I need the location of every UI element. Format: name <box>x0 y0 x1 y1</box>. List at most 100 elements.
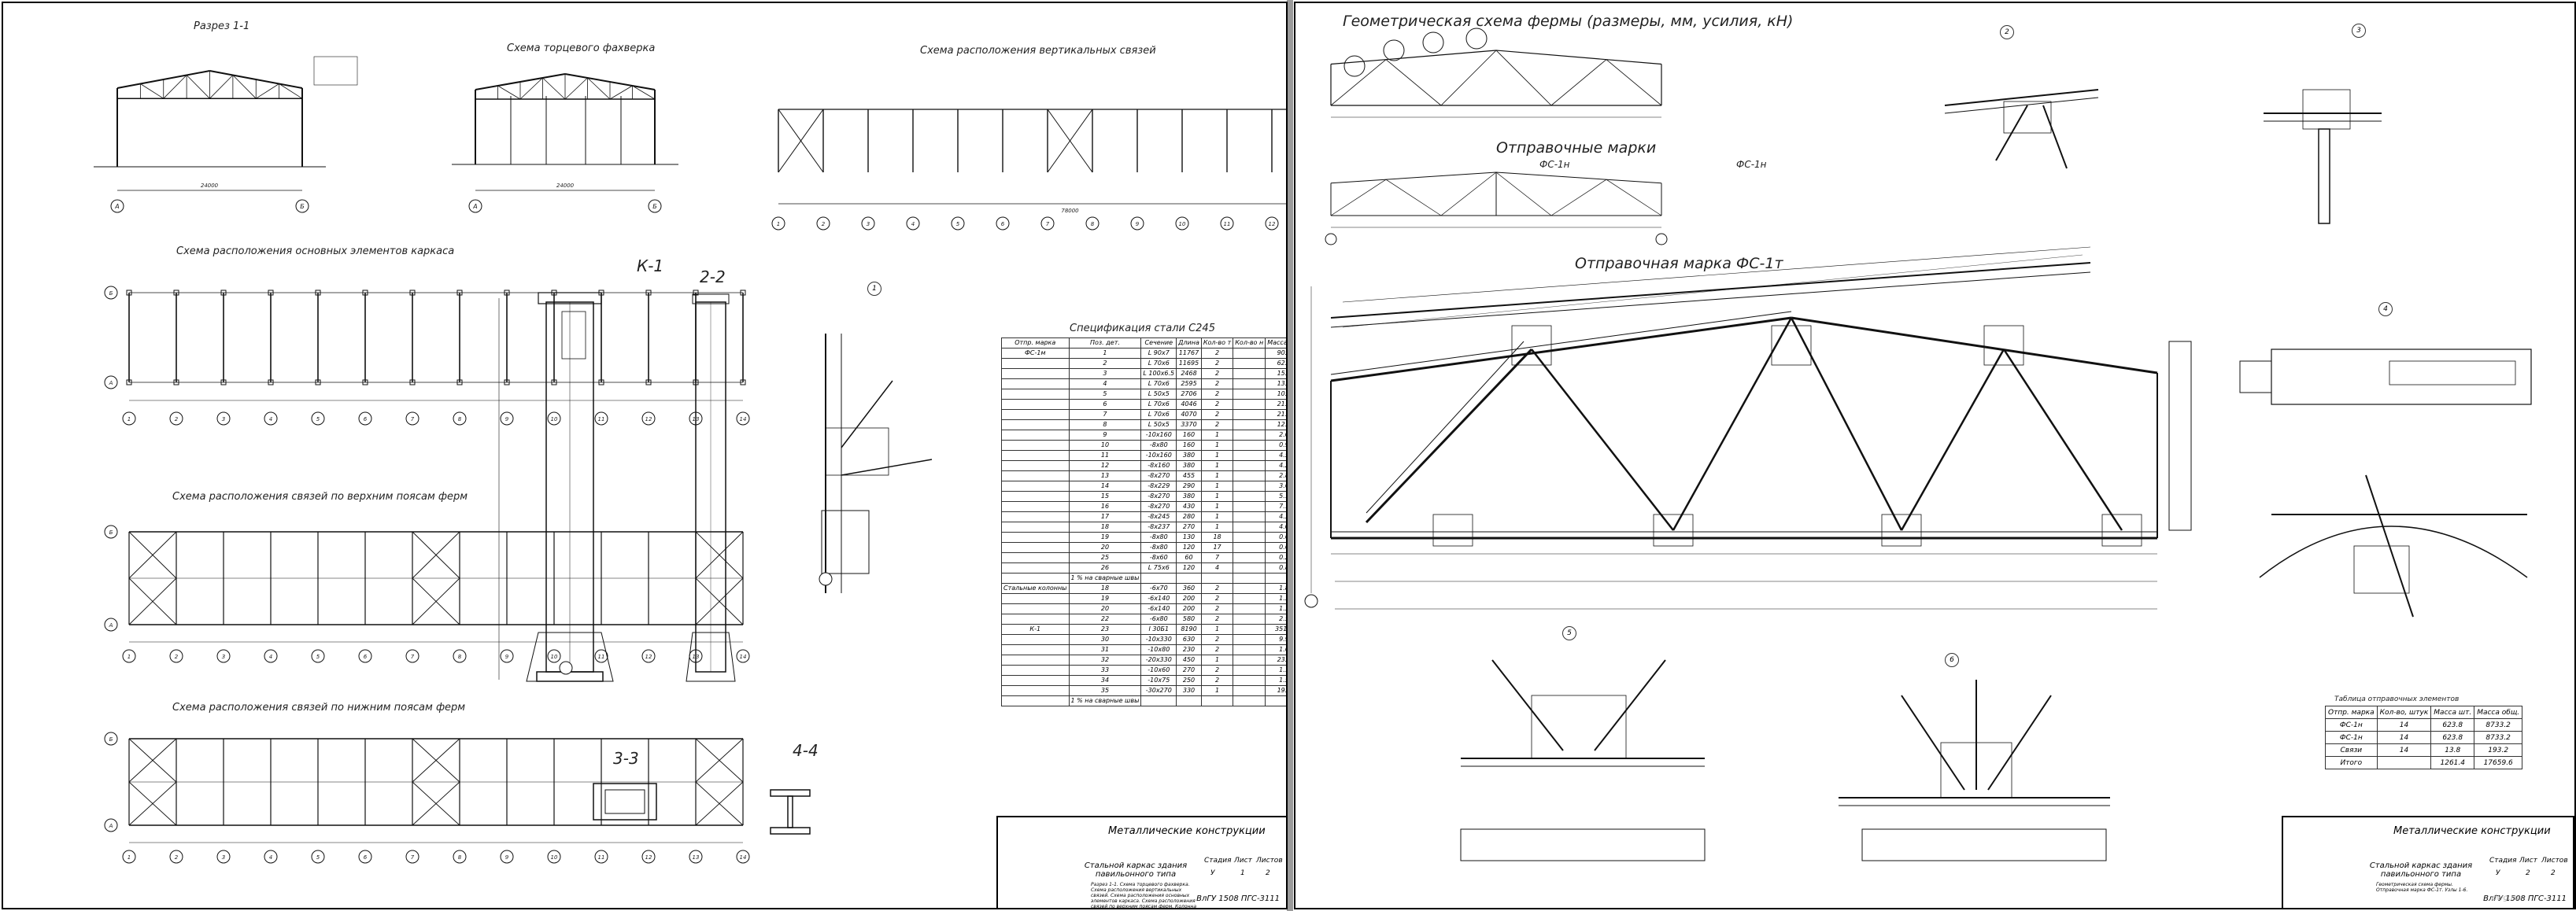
truss-web <box>564 77 588 100</box>
ship-cell: 14 <box>2376 743 2432 757</box>
cap-stiffener <box>561 311 586 360</box>
top-chord-flange <box>1330 311 1792 375</box>
spec-cell: 4046 <box>1176 399 1202 410</box>
spec-cell: 430 <box>1176 501 1202 512</box>
axis-number: 12 <box>1269 221 1276 227</box>
spec-cell: -10x80 <box>1140 644 1177 655</box>
title-block-description: Разрез 1-1. Схема торцевого фахверка. Сх… <box>1091 882 1197 909</box>
sheets-label: Листов <box>1256 857 1283 865</box>
truss-web <box>587 77 611 100</box>
spec-cell: 10.2 <box>1265 389 1286 400</box>
main-elements-title: Схема расположения основных элементов ка… <box>176 245 455 257</box>
spec-cell: 1 <box>1200 511 1234 522</box>
spec-cell: 12 <box>1068 460 1142 471</box>
truss-web <box>1330 59 1387 106</box>
node6-plan <box>1861 828 2107 861</box>
spec-cell: L 90x7 <box>1140 348 1177 359</box>
axis-bubble <box>405 411 419 426</box>
axis-number: 2 <box>822 221 826 227</box>
spec-cell: 1 % на сварные швы <box>1068 573 1142 584</box>
axis-number: 1 <box>128 416 131 422</box>
spec-cell: 2 <box>1200 593 1234 604</box>
spec-cell: 3 <box>1068 368 1142 379</box>
spec-cell: 2468 <box>1176 368 1202 379</box>
node6-diagonal <box>1901 695 1965 791</box>
spec-cell <box>1233 695 1266 706</box>
axis-bubble <box>358 411 372 426</box>
spec-cell: 8 <box>1068 419 1142 430</box>
node4-arc <box>2259 526 2528 578</box>
spec-cell <box>1233 368 1266 379</box>
node-circle <box>1383 39 1405 61</box>
ship-cell: 8733.2 <box>2474 731 2523 744</box>
ship-cell: Масса общ. <box>2474 706 2523 719</box>
spec-cell: 15 <box>1068 491 1142 502</box>
axis-number: 9 <box>1136 221 1140 227</box>
spec-cell <box>1233 481 1266 492</box>
spec-cell: 15.9 <box>1265 368 1286 379</box>
gusset-plate <box>1653 514 1694 547</box>
node-5-marker: 5 <box>1562 626 1576 640</box>
spec-cell: 4.3 <box>1265 511 1286 522</box>
spec-cell: 2.8 <box>1265 470 1286 481</box>
axis-bubble <box>216 649 231 663</box>
top-bracing-brace <box>412 531 460 579</box>
vertical-bracing-title: Схема расположения вертикальных связей <box>920 45 1156 57</box>
section-title: Разрез 1-1 <box>194 20 250 32</box>
spec-cell: 31 <box>1068 644 1142 655</box>
vertical-brace <box>1047 109 1093 173</box>
spec-cell: 1 <box>1200 481 1234 492</box>
axis-bubble <box>122 411 136 426</box>
spec-cell: 18 <box>1200 532 1234 543</box>
gusset-plate <box>825 427 889 476</box>
spec-cell <box>1001 389 1070 400</box>
spec-cell: -8x80 <box>1140 532 1177 543</box>
axis-number: 1 <box>128 654 131 660</box>
axis-bubble <box>594 411 608 426</box>
axis-bubble <box>104 818 118 832</box>
node5-diagonal <box>1491 659 1564 751</box>
spec-cell <box>1001 522 1070 533</box>
spec-cell: Длина <box>1176 337 1202 349</box>
spec-cell: 13.6 <box>1265 378 1286 389</box>
spec-cell <box>1001 481 1070 492</box>
spec-cell: 120 <box>1176 542 1202 553</box>
axis-bubble <box>1220 216 1234 231</box>
axis-bubble <box>264 850 278 864</box>
ship-cell: 193.2 <box>2474 743 2523 757</box>
spec-cell <box>1233 552 1266 563</box>
spec-cell: -6x70 <box>1140 583 1177 594</box>
spec-cell: 2 <box>1200 634 1234 645</box>
spec-cell: 2 <box>1200 644 1234 655</box>
spec-cell: 1 <box>1200 450 1234 461</box>
node-6-marker: 6 <box>1945 653 1959 667</box>
spec-cell: 35 <box>1068 685 1142 696</box>
spec-cell: 90.0 <box>1265 348 1286 359</box>
spec-cell <box>1001 552 1070 563</box>
axis-number: 9 <box>505 854 509 861</box>
spec-cell: -8x270 <box>1140 501 1177 512</box>
stage-value: У <box>2496 869 2500 877</box>
spec-cell: 12.7 <box>1265 419 1286 430</box>
spec-cell: 360 <box>1176 583 1202 594</box>
node6-diagonal <box>1987 695 2052 791</box>
spec-cell: 290 <box>1176 481 1202 492</box>
spec-cell <box>1233 409 1266 420</box>
spec-cell: 0.8 <box>1265 562 1286 574</box>
spec-cell <box>1233 511 1266 522</box>
top-view-line <box>1342 246 2091 303</box>
spec-cell: 0.6 <box>1265 542 1286 553</box>
gusset-plate <box>1511 325 1552 366</box>
axis-bubble <box>951 216 965 231</box>
spec-cell: 17 <box>1068 511 1142 522</box>
spec-cell <box>1001 419 1070 430</box>
ship-cell: 14 <box>2376 718 2432 732</box>
sheets-value: 2 <box>2551 869 2556 877</box>
